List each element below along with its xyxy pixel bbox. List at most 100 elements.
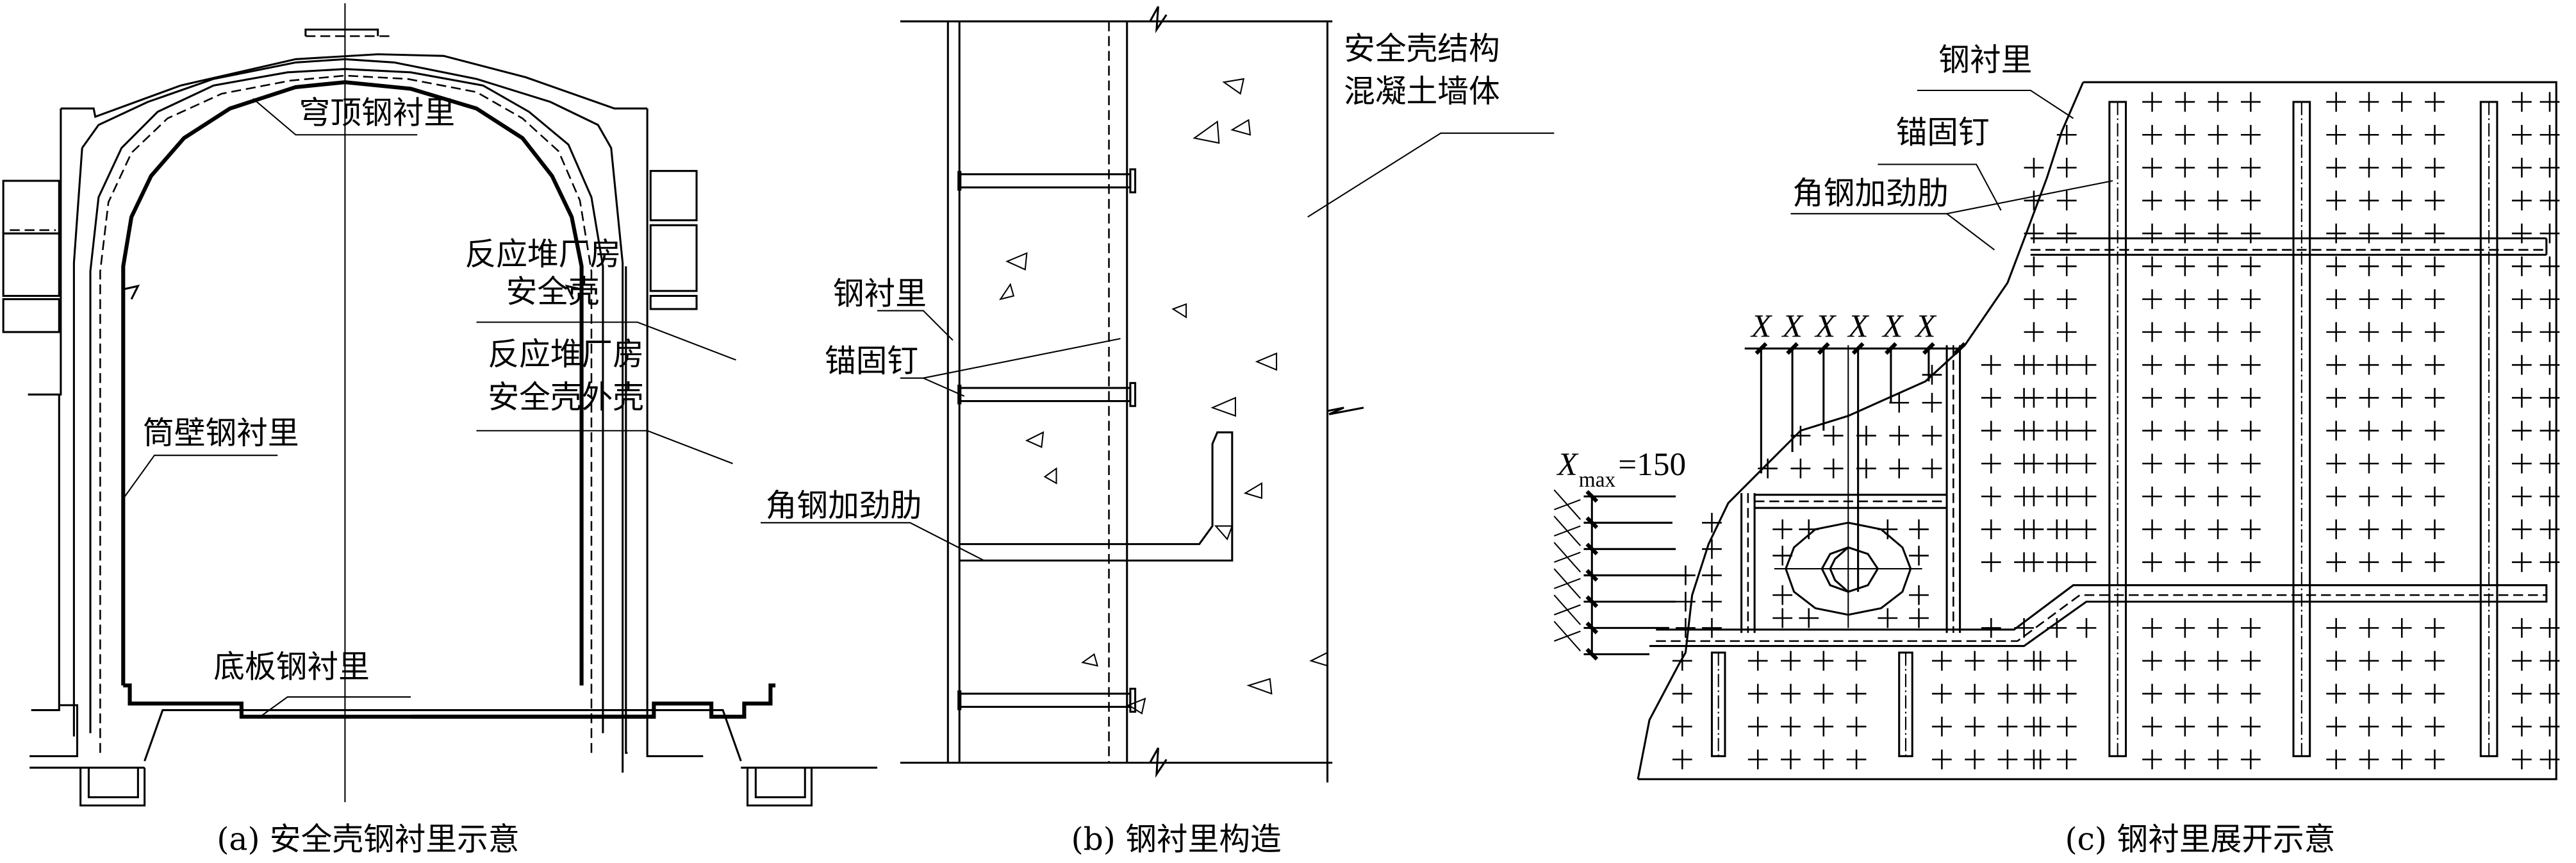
anchor-stud-cross [2047,453,2067,474]
anchor-stud-cross [1981,552,2001,573]
anchor-stud-cross [2359,92,2379,112]
anchor-stud-cross [1772,608,1793,628]
anchor-stud-cross [2359,388,2379,408]
anchor-stud-cross [2391,92,2412,112]
anchor-stud-cross [2056,750,2077,769]
anchor-stud-cross [2512,158,2532,178]
anchor-stud-cross [1965,651,1985,671]
anchor-stud-cross [1747,683,1768,704]
anchor-stud-cross [1672,651,1692,671]
anchor-stud-cross [2512,289,2532,309]
anchor-stud-cross [2014,617,2034,638]
anchor-stud-cross [2326,617,2347,638]
xmax-subscript: max [1579,468,1616,492]
anchor-stud-cross [2208,716,2228,737]
left-dimension-chain: X max =150 [1553,446,1689,661]
anchor-stud-cross [1909,585,1929,605]
anchor-stud-cross [2240,289,2261,309]
break-symbol-bottom [1149,747,1168,778]
anchor-stud-cross [2326,289,2347,309]
caption-panel-c: (c) 钢衬里展开示意 [2065,821,2336,857]
label-outer-shell-line2: 安全壳外壳 [488,380,644,415]
dim-x-5: X [1881,308,1904,345]
anchor-stud-cross [2047,519,2067,539]
anchor-stud-cross [2359,256,2379,276]
leader-containment [476,321,736,361]
anchor-stud-cross [2539,519,2560,539]
plate-boundary [1638,81,2557,780]
anchor-stud-cross [2175,124,2195,145]
anchor-stud-cross [2208,289,2228,309]
anchor-stud-cross [2326,453,2347,474]
anchor-stud-cross [2240,124,2261,145]
anchor-stud-cross [2047,388,2067,408]
foundation-slab [29,704,79,757]
anchor-stud-cross [2539,124,2560,145]
anchor-stud-cross [2391,158,2412,178]
label-containment-line2: 安全壳 [506,274,600,310]
caption-panel-b: (b) 钢衬里构造 [1071,821,1282,857]
anchor-stud-cross [2359,683,2379,704]
anchor-stud-cross [2539,716,2560,737]
anchor-stud-cross [1932,683,1952,704]
anchor-stud-cross [2539,750,2560,769]
anchor-stud-cross [2175,421,2195,441]
anchor-stud-cross [1823,458,1844,479]
anchor-stud-cross [2326,683,2347,704]
anchor-stud-cross [2391,421,2412,441]
anchor-stud-cross [1772,519,1793,539]
anchor-stud-cross [2240,651,2261,671]
anchor-stud-cross [2391,552,2412,573]
anchor-stud-cross [2142,617,2162,638]
anchor-stud-cross [1676,617,1696,638]
anchor-stud-cross [2359,124,2379,145]
anchor-stud-cross [2539,651,2560,671]
label-c-steel-liner: 钢衬里 [1938,42,2032,78]
anchor-stud-cross [2425,322,2445,342]
anchor-stud-cross [2391,716,2412,737]
anchor-stud-cross [2425,716,2445,737]
label-anchor-stud: 锚固钉 [825,343,918,379]
anchor-stud-cross [1932,651,1952,671]
anchor-stud-cross [2024,158,2044,178]
anchor-stud-cross [2240,388,2261,408]
label-c-anchor-stud: 锚固钉 [1896,115,1990,151]
anchor-stud-cross [1672,750,1692,769]
anchor-stud-cross [2142,453,2162,474]
anchor-stud-cross [2056,716,2077,737]
anchor-stud-cross [1997,750,2018,769]
anchor-stud-cross [1932,750,1952,769]
anchor-stud-cross [2539,92,2560,112]
anchor-stud-cross [2240,519,2261,539]
top-dimension-chain: X X X X X X [1744,308,1967,592]
anchor-stud-cross [1702,591,1722,612]
anchor-stud-cross [2056,289,2077,309]
anchor-stud-cross [2425,289,2445,309]
anchor-stud-cross [1909,546,1929,566]
anchor-stud-cross [2512,124,2532,145]
anchor-stud-cross [2391,355,2412,375]
foundation-top [144,709,742,762]
anchor-stud-cross [2047,617,2067,638]
anchor-stud-cross [2359,190,2379,211]
anchor-stud-cross [1772,585,1793,605]
anchor-stud-cross [1813,651,1834,671]
anchor-stud-cross [2326,355,2347,375]
anchor-stud-cross [2175,683,2195,704]
right-pit-inner [754,767,806,798]
anchor-stud-cross [2175,158,2195,178]
anchor-stud-cross [2512,486,2532,507]
penetration-sleeve-icon [1774,345,1922,628]
anchor-stud-cross [2359,421,2379,441]
anchor-stud-cross [1781,683,1801,704]
anchor-stud-cross [2326,388,2347,408]
anchor-stud-cross [1846,683,1867,704]
anchor-stud-cross [2539,617,2560,638]
anchor-stud-cross [2512,190,2532,211]
anchor-stud-cross [2359,651,2379,671]
anchor-stud-cross [2142,421,2162,441]
anchor-stud-cross [2030,750,2051,769]
anchor-stud-cross [2175,552,2195,573]
anchor-stud-cross [1889,426,1910,446]
anchor-stud-cross [2240,322,2261,342]
